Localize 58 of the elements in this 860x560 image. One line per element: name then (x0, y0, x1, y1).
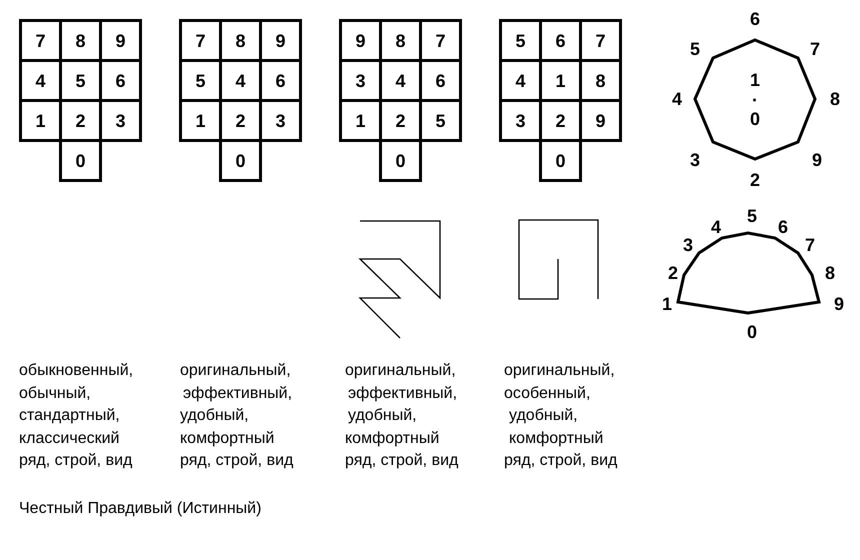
word-list-line: особенный, (504, 385, 590, 404)
keypad-key: 3 (499, 99, 542, 142)
keypad-key: 0 (219, 139, 262, 182)
vertex-number: 1 (662, 295, 672, 313)
vertex-number: 2 (668, 264, 678, 282)
word-list-line: комфортный (345, 430, 440, 448)
vertex-number: 5 (690, 40, 700, 58)
keypad-key: 1 (339, 99, 382, 142)
vertex-number: 3 (683, 236, 693, 254)
vertex-number: 8 (825, 264, 835, 282)
word-list-line: обычный, (19, 385, 91, 404)
vertex-number: 4 (672, 90, 682, 108)
vertex-number: 4 (711, 218, 721, 236)
keypad-key: 5 (419, 99, 462, 142)
vertex-number: 9 (834, 295, 844, 313)
word-list-line: ряд, строй, вид (345, 452, 458, 470)
word-list-line: классический (19, 430, 120, 448)
vertex-number: 7 (805, 236, 815, 254)
word-list-line: удобный, (509, 407, 578, 426)
vertex-number: 3 (690, 151, 700, 169)
word-list-line: оригинальный, (180, 362, 291, 380)
keypad-key: 0 (539, 139, 582, 182)
keypad-key: 3 (99, 99, 142, 142)
word-list-line: комфортный (509, 430, 604, 448)
keypad-key: 9 (99, 19, 142, 62)
vertex-number: 7 (810, 40, 820, 58)
word-list-line: ряд, строй, вид (19, 452, 132, 470)
word-list-line: оригинальный, (504, 362, 615, 380)
vertex-number: 9 (812, 151, 822, 169)
caption-text: Честный Правдивый (Истинный) (19, 500, 262, 518)
vertex-number: 8 (830, 90, 840, 108)
keypad-key: 1 (19, 99, 62, 142)
vertex-number: 6 (750, 10, 760, 28)
word-list-line: удобный, (348, 407, 417, 426)
word-list-line: ряд, строй, вид (180, 452, 294, 470)
word-list-line: ряд, строй, вид (504, 452, 618, 470)
separator-dot: · (752, 90, 758, 108)
vertex-number: 6 (778, 218, 788, 236)
word-list-line: оригинальный, (345, 362, 456, 380)
word-list-line: эффективный, (348, 385, 458, 404)
word-list-line: эффективный, (183, 385, 292, 404)
word-list-line: стандартный, (19, 407, 120, 426)
keypad-key: 3 (259, 99, 302, 142)
vertex-number: 5 (747, 207, 757, 225)
digit-label: 1 (750, 71, 760, 89)
vertex-number: 2 (750, 171, 760, 189)
keypad-key: 7 (579, 19, 622, 62)
keypad-key: 7 (419, 19, 462, 62)
word-list-line: комфортный (180, 430, 274, 448)
keypad-key: 9 (579, 99, 622, 142)
word-list-line: обыкновенный, (19, 362, 134, 380)
word-list-line: удобный, (180, 407, 249, 426)
keypad-key: 9 (259, 19, 302, 62)
vertex-number: 0 (747, 323, 757, 341)
keypad-key: 0 (379, 139, 422, 182)
keypad-key: 0 (59, 139, 102, 182)
keypad-key: 1 (179, 99, 222, 142)
digit-label: 0 (750, 110, 760, 128)
